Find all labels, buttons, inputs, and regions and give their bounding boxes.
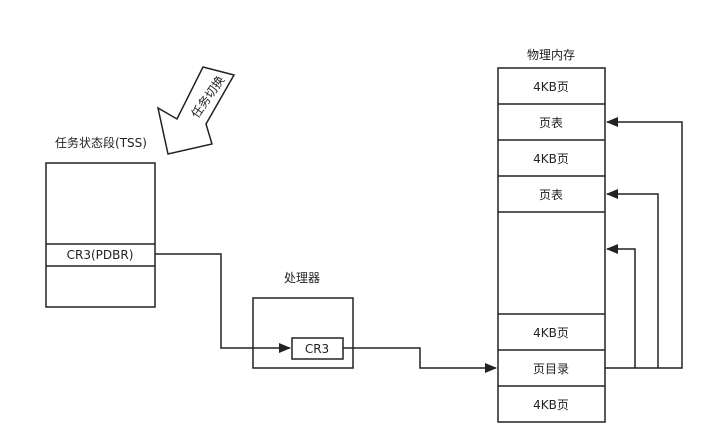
page-directory-to-page-table-2-connector bbox=[606, 189, 659, 368]
tss-to-cr3-connector bbox=[155, 253, 291, 353]
memory-slot-page-table: 页表 bbox=[539, 188, 563, 202]
page-directory-to-page-table-3-connector bbox=[606, 244, 636, 368]
memory-slot-4kb-page: 4KB页 bbox=[533, 152, 569, 166]
memory-slot-page-table: 页表 bbox=[539, 116, 563, 130]
memory-box: 4KB页 页表 4KB页 页表 4KB页 页目录 4KB页 bbox=[497, 67, 606, 423]
cr3-register: CR3 bbox=[291, 337, 344, 360]
page-directory-to-page-table-1-connector bbox=[605, 117, 683, 369]
processor-title: 处理器 bbox=[284, 271, 320, 285]
tss-cr3-field: CR3(PDBR) bbox=[67, 248, 134, 262]
task-switch-arrow: 任务切换 bbox=[156, 66, 236, 155]
memory-title: 物理内存 bbox=[527, 48, 575, 62]
memory-slot-page-directory: 页目录 bbox=[533, 362, 569, 376]
cr3-to-page-directory-connector bbox=[343, 347, 497, 373]
memory-slot-4kb-page: 4KB页 bbox=[533, 326, 569, 340]
tss-box: CR3(PDBR) bbox=[45, 162, 156, 308]
cr3-register-label: CR3 bbox=[305, 342, 329, 356]
tss-title: 任务状态段(TSS) bbox=[55, 135, 147, 150]
memory-slot-4kb-page: 4KB页 bbox=[533, 398, 569, 412]
memory-slot-4kb-page: 4KB页 bbox=[533, 80, 569, 94]
processor-box: CR3 bbox=[252, 297, 354, 369]
